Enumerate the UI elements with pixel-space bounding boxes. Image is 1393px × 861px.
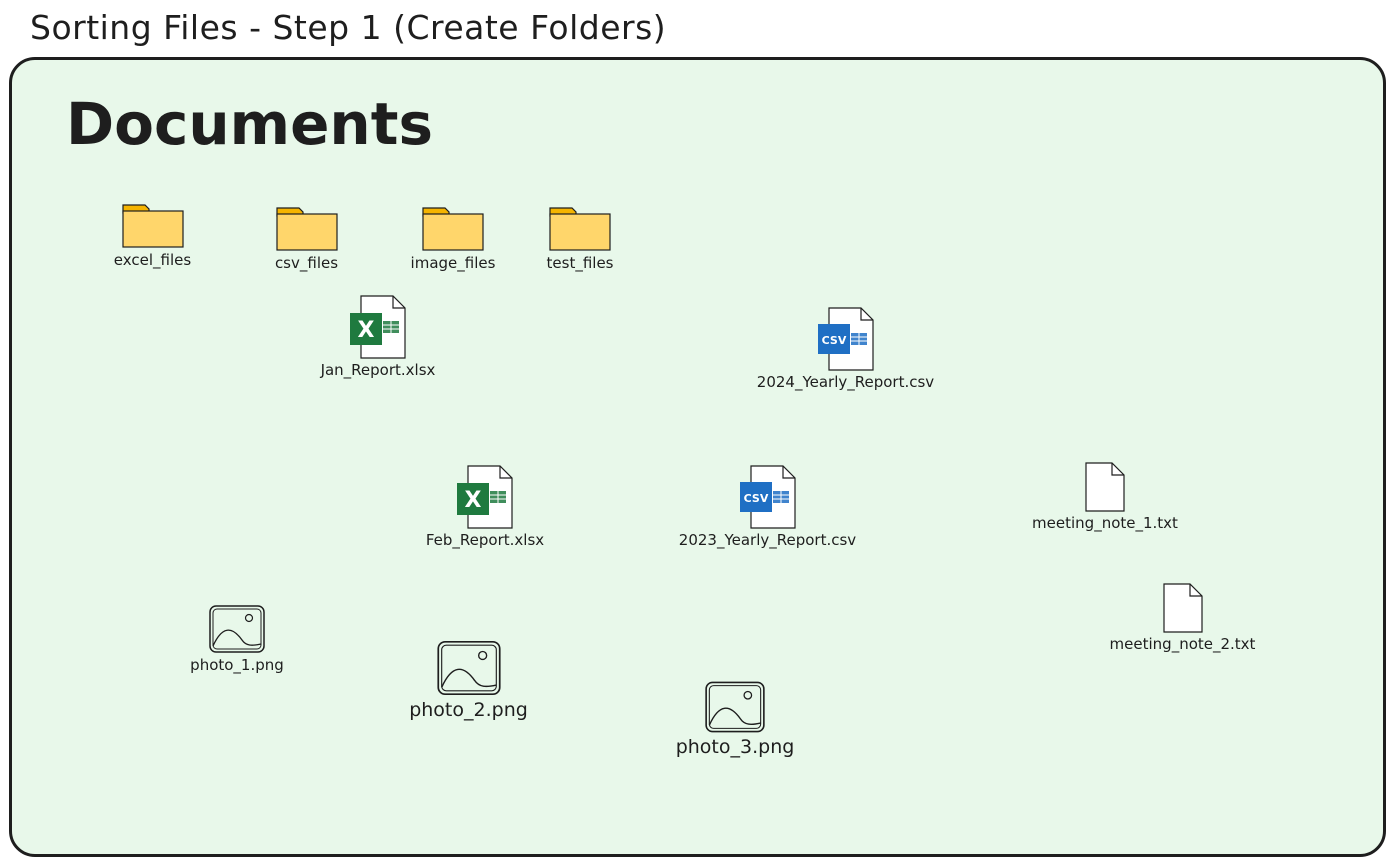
csv-file-icon: CSV [817, 307, 874, 371]
file-jan-report[interactable]: X Jan_Report.xlsx [298, 295, 458, 379]
file-label: Feb_Report.xlsx [425, 531, 545, 549]
file-label: photo_1.png [190, 656, 284, 674]
folder-csv-files[interactable]: csv_files [254, 206, 359, 272]
file-photo-1[interactable]: photo_1.png [172, 604, 302, 674]
file-label: Jan_Report.xlsx [320, 361, 436, 379]
folder-excel-files[interactable]: excel_files [100, 203, 205, 269]
file-label: photo_2.png [409, 699, 528, 721]
text-file-icon [1085, 462, 1125, 512]
excel-file-icon: X [457, 465, 513, 529]
text-file-icon [1162, 583, 1203, 633]
file-meeting-note-1[interactable]: meeting_note_1.txt [1000, 462, 1210, 532]
file-label: 2023_Yearly_Report.csv [678, 531, 857, 549]
file-label: photo_3.png [675, 736, 795, 758]
file-meeting-note-2[interactable]: meeting_note_2.txt [1075, 583, 1290, 653]
diagram-heading: Sorting Files - Step 1 (Create Folders) [30, 8, 667, 47]
image-file-icon [705, 681, 765, 733]
folder-label: test_files [546, 254, 614, 272]
folder-icon [121, 204, 184, 248]
svg-text:X: X [465, 488, 482, 513]
panel-title: Documents [66, 90, 433, 158]
file-label: 2024_Yearly_Report.csv [756, 373, 935, 391]
file-photo-3[interactable]: photo_3.png [660, 680, 810, 758]
folder-label: image_files [410, 254, 496, 272]
excel-file-icon: X [350, 295, 406, 359]
image-file-icon [209, 605, 265, 653]
folder-image-files[interactable]: image_files [398, 206, 508, 272]
folder-test-files[interactable]: test_files [530, 206, 630, 272]
folder-icon [549, 207, 611, 251]
file-label: meeting_note_1.txt [1032, 514, 1178, 532]
documents-panel [9, 57, 1386, 857]
svg-text:CSV: CSV [743, 492, 768, 505]
csv-file-icon: CSV [739, 465, 796, 529]
folder-icon [275, 207, 338, 251]
svg-text:X: X [358, 318, 375, 343]
folder-label: excel_files [113, 251, 192, 269]
folder-label: csv_files [274, 254, 339, 272]
image-file-icon [436, 640, 501, 696]
folder-icon [422, 207, 484, 251]
file-feb-report[interactable]: X Feb_Report.xlsx [405, 465, 565, 549]
file-2024-yearly-report[interactable]: CSV 2024_Yearly_Report.csv [738, 307, 953, 391]
file-label: meeting_note_2.txt [1109, 635, 1256, 653]
svg-text:CSV: CSV [821, 334, 846, 347]
file-2023-yearly-report[interactable]: CSV 2023_Yearly_Report.csv [660, 465, 875, 549]
file-photo-2[interactable]: photo_2.png [386, 639, 551, 721]
